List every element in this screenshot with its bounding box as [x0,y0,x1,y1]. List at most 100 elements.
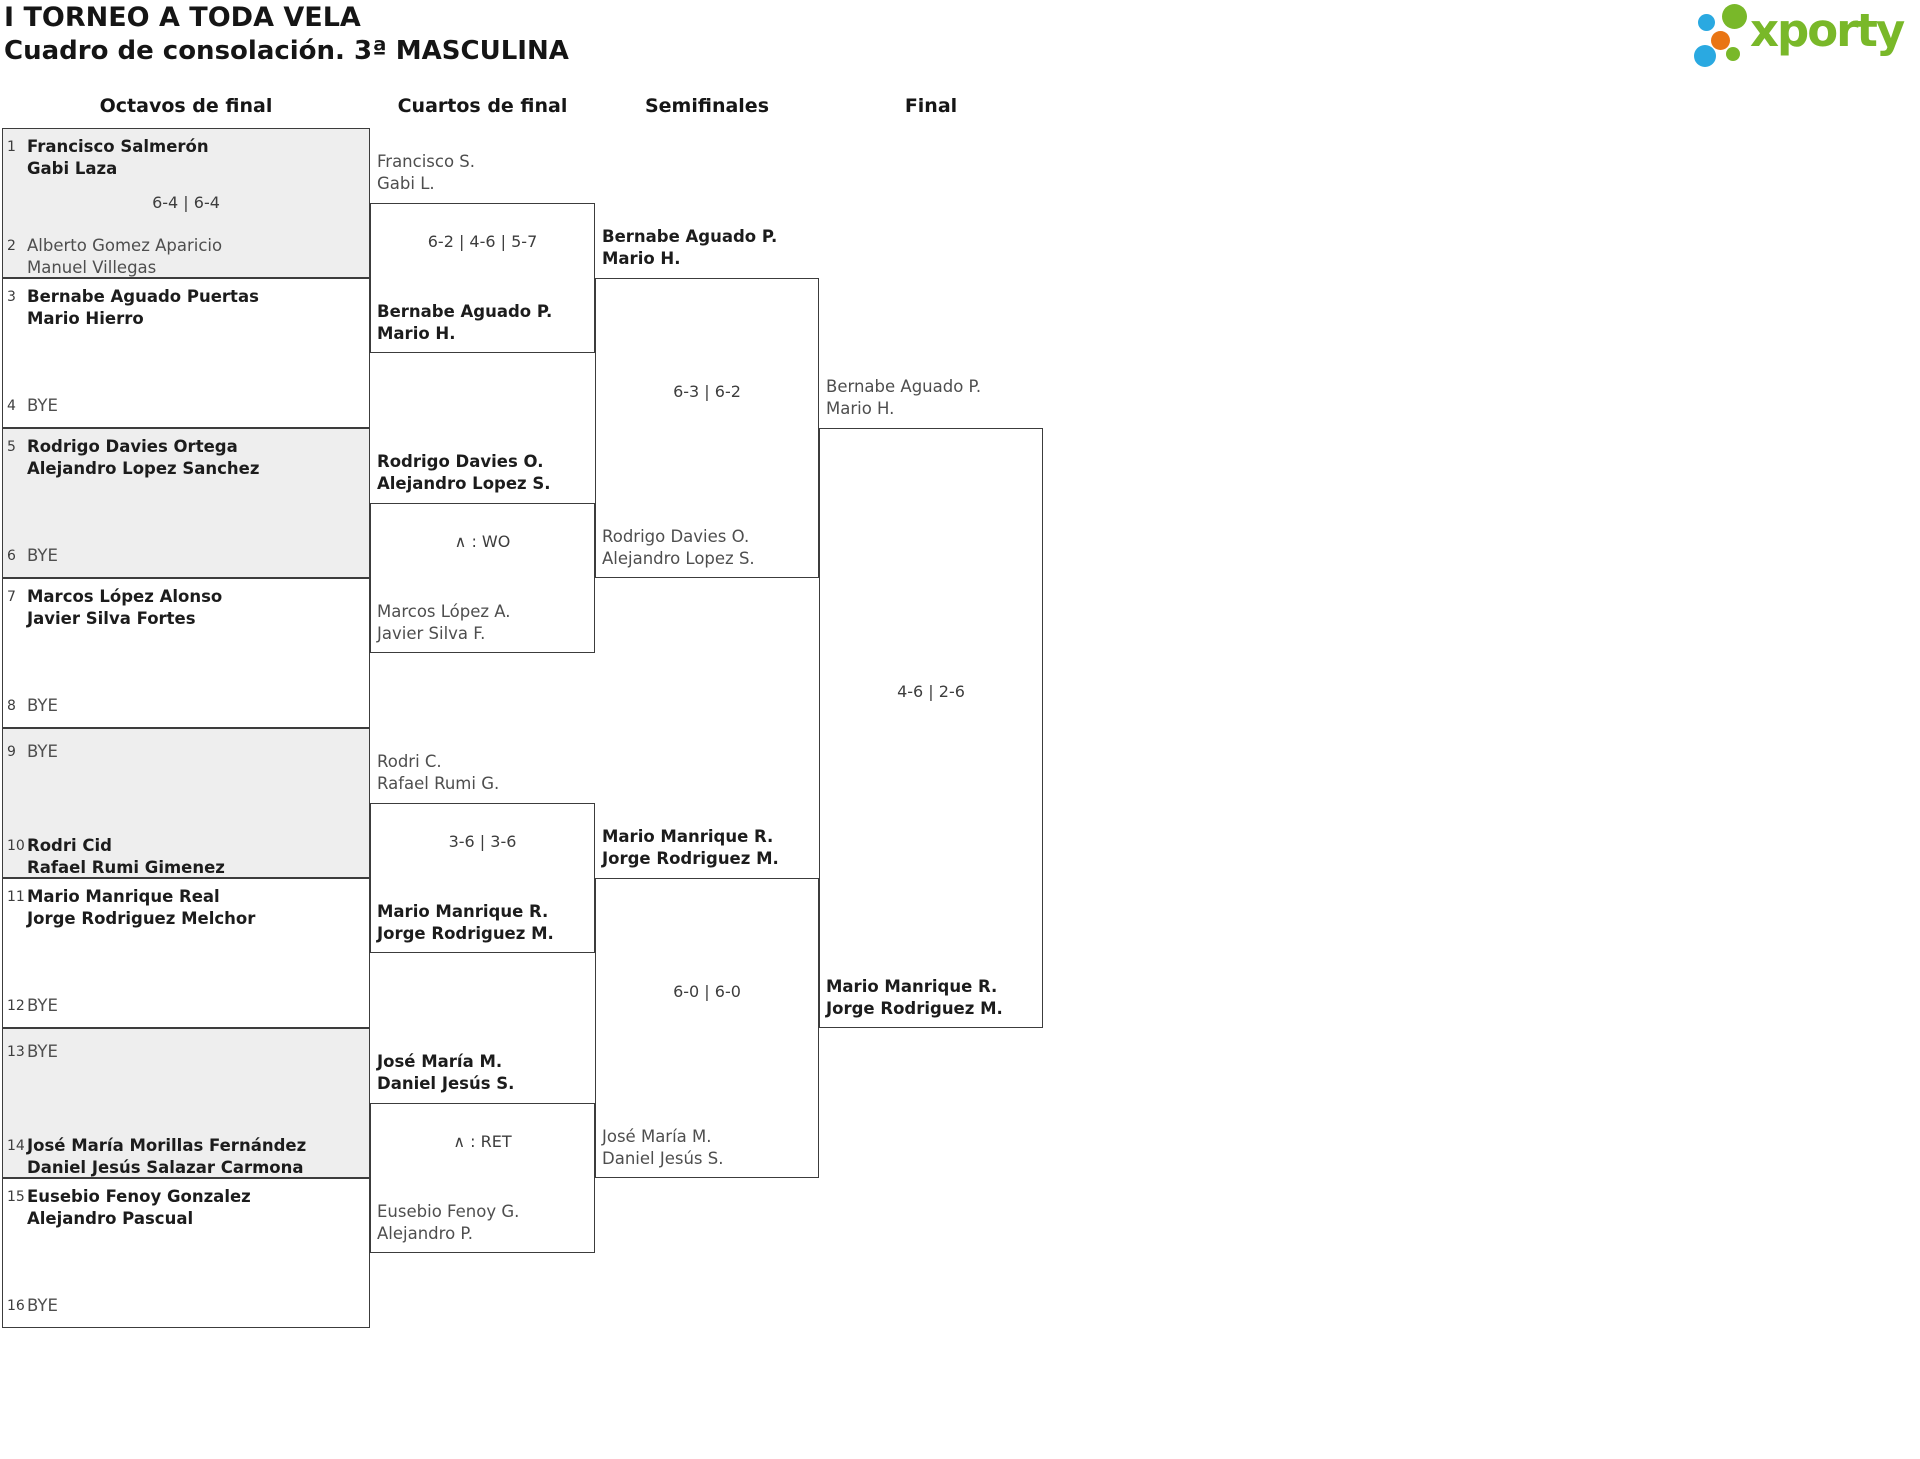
team-entry: 9 BYE [7,741,363,763]
player-name: Gabi L. [377,173,435,193]
team-names: Marcos López A.Javier Silva F. [377,601,511,644]
team-names: Rodrigo Davies O.Alejandro Lopez S. [602,526,755,569]
team-entry: José María M.Daniel Jesús S. [602,1126,812,1169]
match-score: 6-3 | 6-2 [673,382,741,401]
player-name: Marcos López Alonso [27,587,223,606]
team-entry: Mario Manrique R. Jorge Rodriguez M. [602,826,812,869]
player-name: Manuel Villegas [27,257,157,277]
player-name: BYE [27,996,58,1015]
player-name: Jorge Rodriguez Melchor [27,908,256,928]
team-names: Mario Manrique R. Jorge Rodriguez M. [826,976,1003,1019]
team-names: BYE [27,395,58,417]
team-names: BYE [27,695,58,717]
match-connector-box [595,878,819,1178]
match-connector-box [595,278,819,578]
player-name: Jorge Rodriguez M. [602,848,779,868]
match-box [2,278,370,428]
match-score: 3-6 | 3-6 [448,832,517,851]
player-name: Mario Manrique R. [602,827,774,846]
player-name: BYE [27,1042,58,1061]
team-names: José María M.Daniel Jesús S. [602,1126,723,1169]
player-name: Javier Silva Fortes [27,608,196,628]
player-name: Mario H. [602,248,681,268]
player-name: Mario H. [826,398,895,418]
player-name: Bernabe Aguado Puertas [27,287,259,306]
seed-number: 1 [7,139,16,155]
player-name: Daniel Jesús S. [377,1073,515,1093]
player-name: BYE [27,1296,58,1315]
round-header-semifinales: Semifinales [644,95,770,117]
team-names: Bernabe Aguado P. Mario H. [377,301,552,344]
team-entry: Mario Manrique R.Jorge Rodriguez M. [377,901,588,944]
match-score: ∧ : WO [454,532,511,551]
match-connector-box [370,1103,595,1253]
player-name: Gabi Laza [27,158,118,178]
seed-number: 7 [7,589,16,605]
match-box [2,578,370,728]
player-name: Daniel Jesús Salazar Carmona [27,1157,304,1177]
match-box [2,428,370,578]
seed-number: 13 [7,1044,25,1060]
team-names: Mario Manrique R. Jorge Rodriguez M. [602,826,779,869]
player-name: Rodrigo Davies Ortega [27,437,238,456]
player-name: Francisco S. [377,152,476,171]
player-name: BYE [27,742,58,761]
player-name: Mario Manrique R. [826,977,998,996]
match-connector-box [370,503,595,653]
player-name: Alejandro Lopez S. [377,473,551,493]
team-names: BYE [27,995,58,1017]
match-score: 6-2 | 4-6 | 5-7 [427,232,538,251]
seed-number: 14 [7,1138,25,1154]
team-names: BYE [27,545,58,567]
team-entry: Rodrigo Davies O.Alejandro Lopez S. [602,526,812,569]
team-entry: Francisco S. Gabi L. [377,151,588,194]
player-name: Bernabe Aguado P. [377,302,553,321]
logo-dot-blue-small [1698,14,1715,31]
player-name: Mario H. [377,323,456,343]
team-names: Rodrigo Davies O. Alejandro Lopez S. [377,451,551,494]
player-name: Rodrigo Davies O. [602,527,750,546]
team-names: BYE [27,1041,58,1063]
round-header-cuartos: Cuartos de final [397,95,568,117]
player-name: Eusebio Fenoy Gonzalez [27,1187,251,1206]
seed-number: 16 [7,1298,25,1314]
match-box [2,728,370,878]
logo-dot-green-large [1722,4,1747,29]
seed-number: 2 [7,238,16,254]
team-names: Mario Manrique R.Jorge Rodriguez M. [377,901,554,944]
logo-dot-blue-large [1694,45,1716,67]
match-box [2,878,370,1028]
logo-wordmark: xporty [1750,4,1905,57]
seed-number: 8 [7,698,16,714]
match-connector-box [370,803,595,953]
player-name: Rafael Rumi Gimenez [27,857,225,877]
player-name: Mario Manrique R. [377,902,549,921]
player-name: Mario Manrique Real [27,887,220,906]
team-entry: Rodri C.Rafael Rumi G. [377,751,588,794]
player-name: Bernabe Aguado P. [826,377,982,396]
player-name: Jorge Rodriguez M. [826,998,1003,1018]
match-box [2,1178,370,1328]
team-names: Bernabe Aguado P. Mario H. [826,376,981,419]
seed-number: 9 [7,744,16,760]
match-connector-box [370,203,595,353]
player-name: Rodrigo Davies O. [377,452,544,471]
tournament-title: I TORNEO A TODA VELA [4,2,361,33]
logo-dot-orange [1711,31,1730,50]
match-box [2,1028,370,1178]
player-name: Javier Silva F. [377,623,486,643]
seed-number: 12 [7,998,25,1014]
